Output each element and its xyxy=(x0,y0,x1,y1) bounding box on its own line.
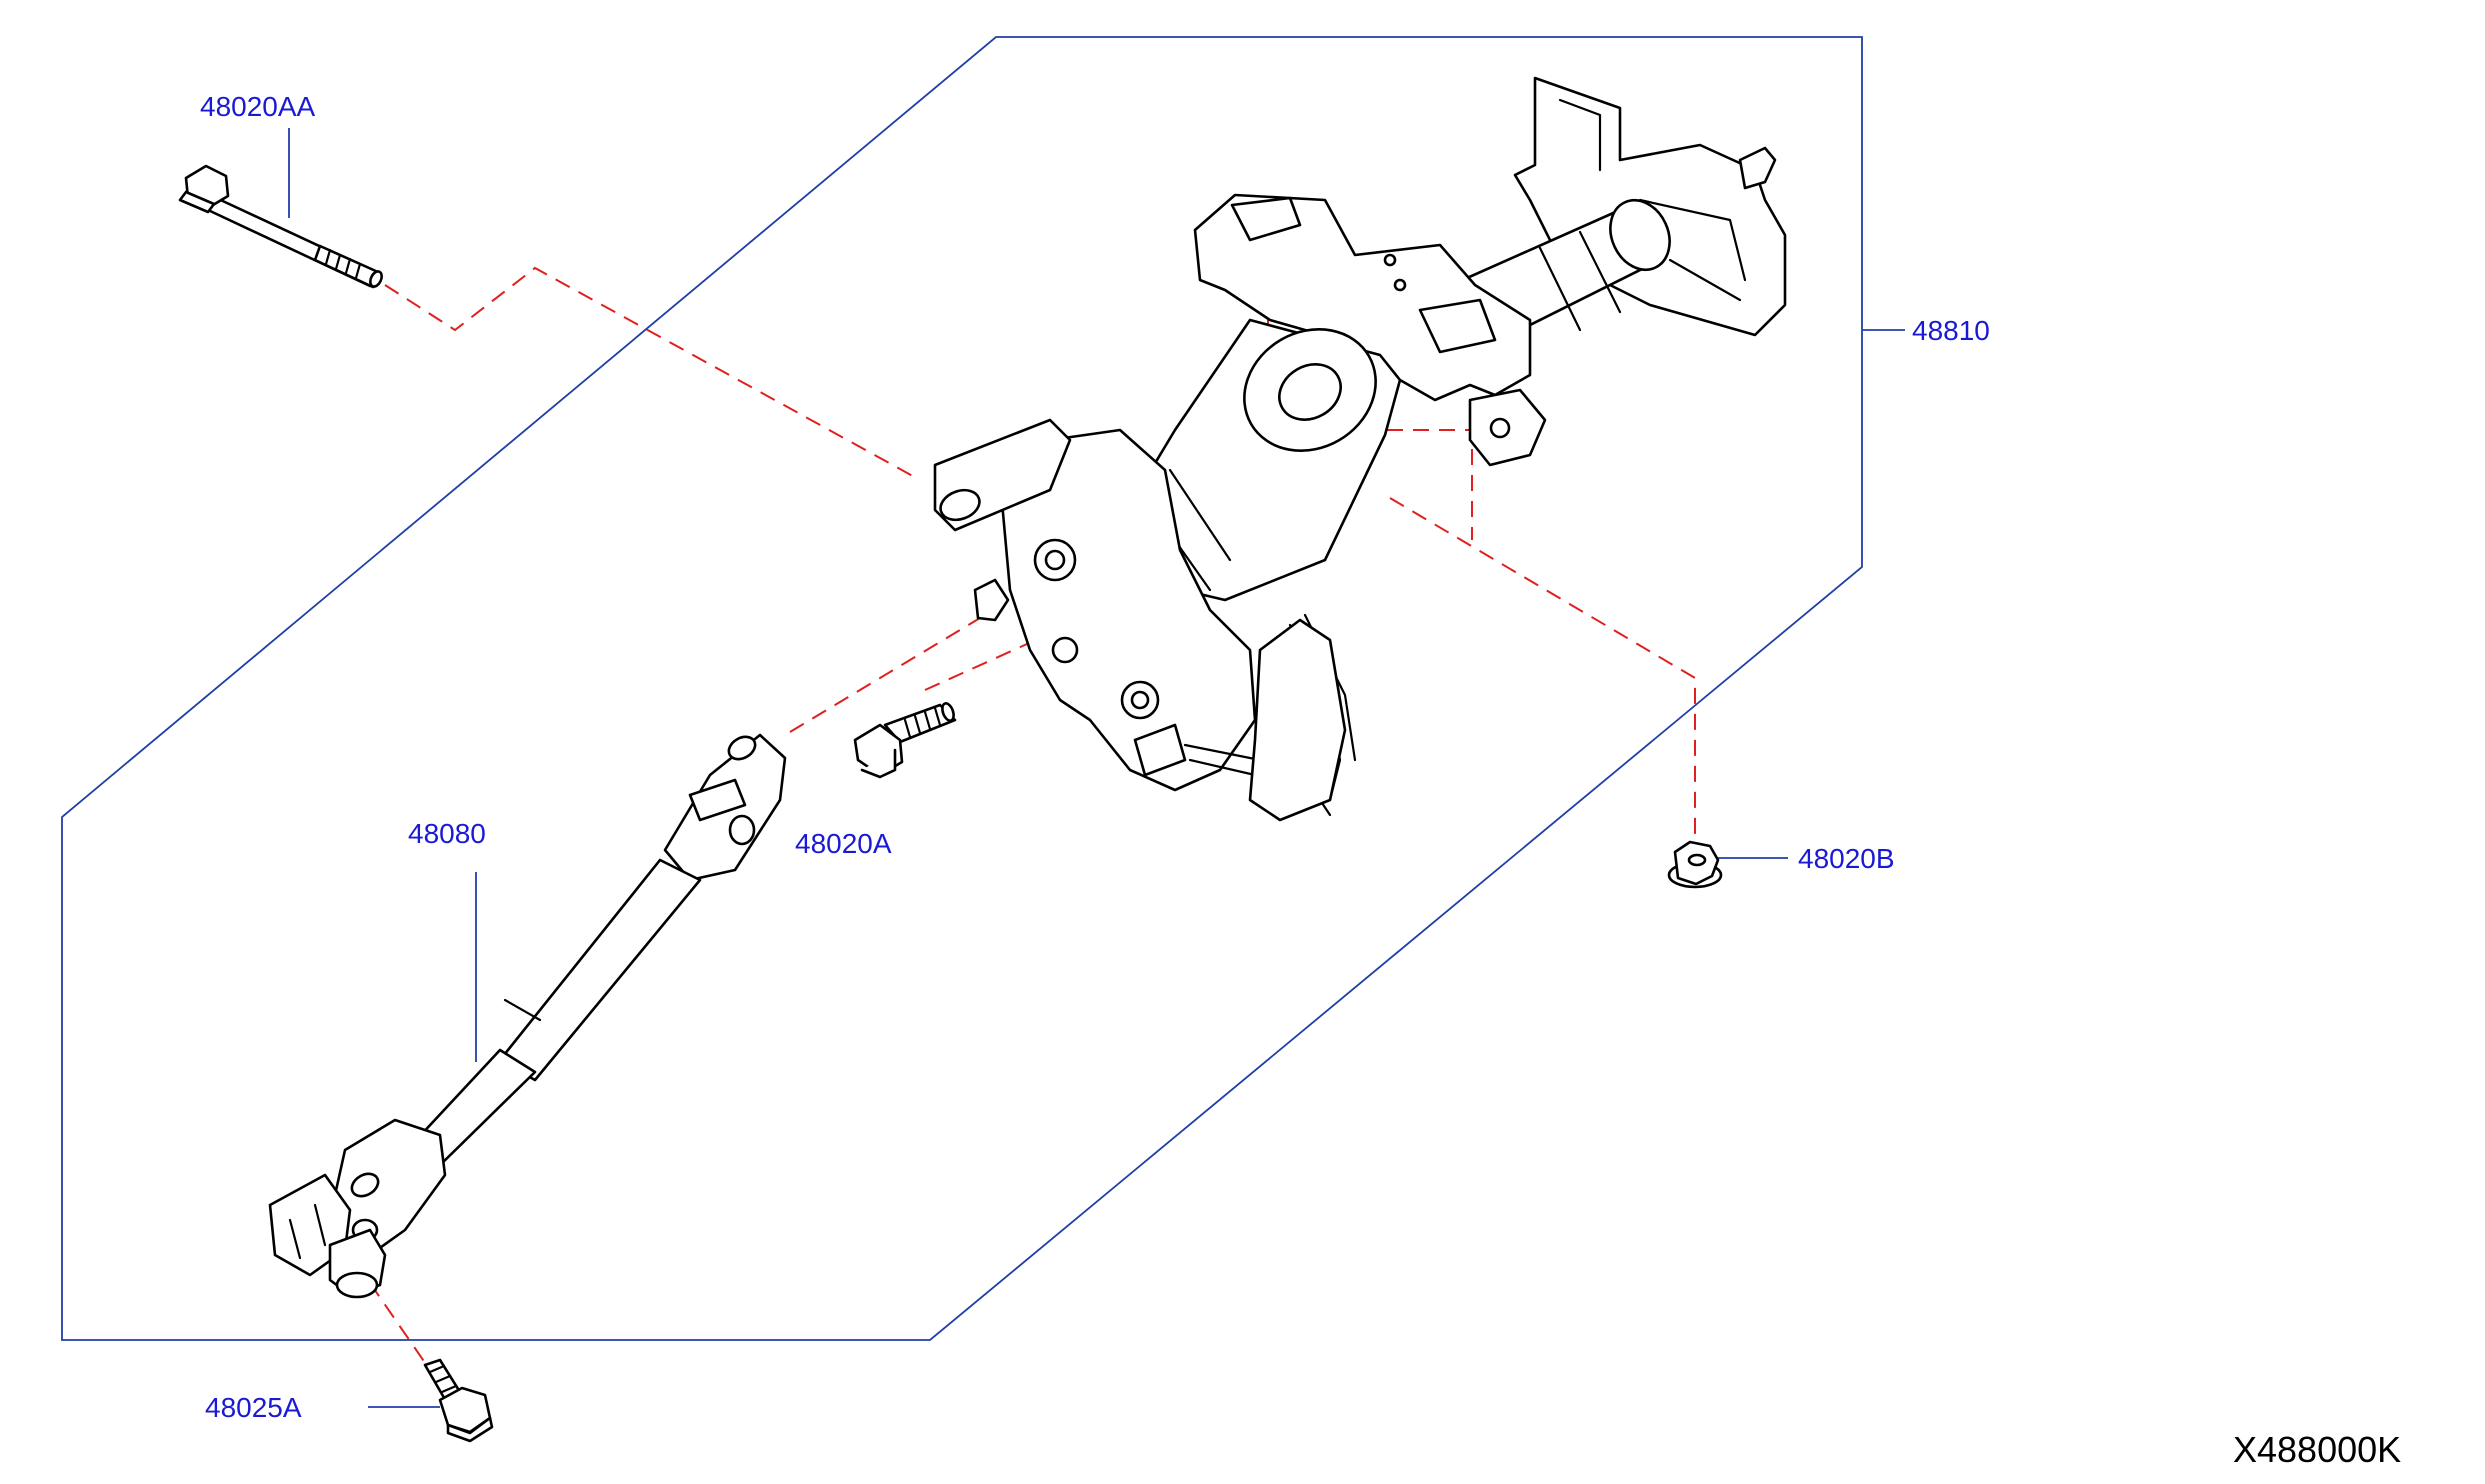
callout-48810: 48810 xyxy=(1912,315,1990,346)
short-bolt-part xyxy=(853,702,957,779)
callout-48020AA: 48020AA xyxy=(200,91,316,122)
diagram-code: X488000K xyxy=(2233,1429,2401,1470)
shaft-bolt-part xyxy=(423,1358,494,1443)
assembly-line-48025A xyxy=(369,1282,431,1371)
assembly-line-48020B xyxy=(1389,497,1696,840)
long-bolt-part xyxy=(178,164,383,289)
intermediate-shaft-part xyxy=(268,733,787,1299)
callout-48020A: 48020A xyxy=(795,828,892,859)
assembly-line-48020AA xyxy=(384,266,921,481)
callout-48025A: 48025A xyxy=(205,1392,302,1423)
flange-nut-part xyxy=(1667,840,1723,889)
assembly-line-shaft-top xyxy=(789,614,986,733)
steering-column-part xyxy=(933,76,1787,822)
callout-48020B: 48020B xyxy=(1798,843,1895,874)
callout-48080: 48080 xyxy=(408,818,486,849)
assembly-boundary xyxy=(61,36,1863,1341)
